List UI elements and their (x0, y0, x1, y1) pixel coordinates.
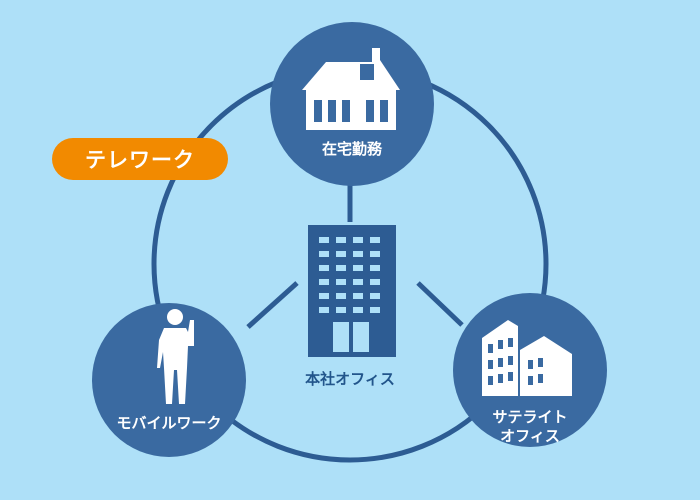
headquarters-building-icon (308, 225, 396, 357)
satellite-office-label: サテライト オフィス (470, 408, 590, 446)
spoke-mobile (246, 281, 299, 329)
mobile-work-label: モバイルワーク (116, 414, 222, 432)
satellite-office-label-line1: サテライト (492, 408, 568, 426)
person-phone-icon (157, 309, 194, 404)
home-work-label: 在宅勤務 (321, 140, 382, 158)
telework-badge: テレワーク (52, 138, 228, 180)
office-buildings-icon (482, 320, 572, 396)
headquarters-label: 本社オフィス (305, 370, 395, 388)
house-icon (302, 48, 400, 130)
satellite-office-label-line2: オフィス (500, 427, 560, 445)
spoke-satellite (416, 281, 464, 327)
